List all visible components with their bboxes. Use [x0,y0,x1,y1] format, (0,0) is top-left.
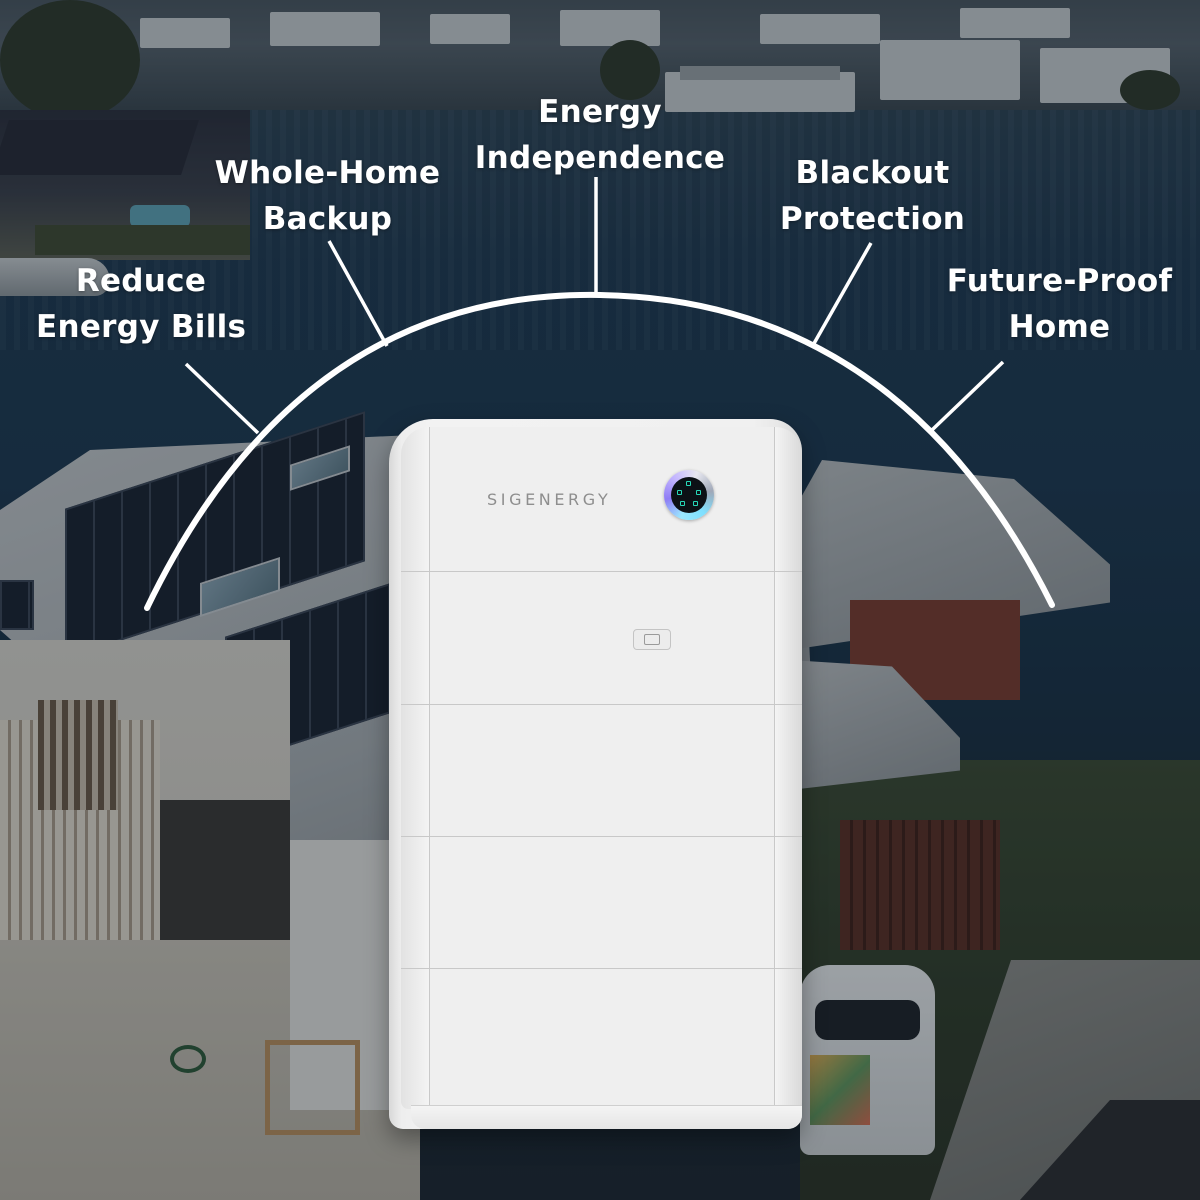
connector-reduce-energy-bills [184,362,260,435]
dial-status-icon [677,490,682,495]
waterfront-house-left [0,110,250,260]
feature-label-line: Whole-Home [214,155,441,191]
feature-label-line: Independence [474,140,726,176]
garden-hose [170,1045,206,1073]
garage [160,800,290,950]
feature-future-proof-home: Future-Proof Home [942,258,1177,350]
brand-logo: SIGENERGY [487,490,612,509]
far-shore-houses [0,0,1200,120]
parked-car [800,965,935,1155]
connector-blackout-protection [810,242,873,348]
white-wall [290,840,400,1110]
feature-reduce-energy-bills: Reduce Energy Bills [36,258,246,350]
connector-future-proof-home [930,360,1005,432]
wooden-crate [265,1040,360,1135]
module-seam-edge [401,968,802,969]
module-seam-edge [401,836,802,837]
feature-label-line: Backup [262,201,393,237]
unit-side-rail-left [401,427,429,1109]
feature-label-line: Home [1008,309,1111,345]
dial-status-icon [680,501,685,506]
unit-side-rail-right [775,427,802,1109]
boat [0,258,110,296]
timber-fence [840,820,1000,950]
feature-label-line: Energy Bills [36,309,247,345]
solar-panels [0,580,34,630]
module-seam-edge [401,704,802,705]
feature-whole-home-backup: Whole-Home Backup [205,150,450,242]
port-cover-inner [644,634,660,645]
unit-base [411,1105,802,1129]
dial-status-icon [696,490,701,495]
dial-screen [671,477,707,513]
port-cover-icon [633,629,671,650]
dial-status-icon [686,481,691,486]
feature-label-line: Blackout [795,155,950,191]
connector-whole-home-backup [327,240,389,347]
feature-label-line: Energy [538,94,662,130]
battery-storage-unit: SIGENERGY [389,419,802,1129]
arc [144,291,1055,611]
module-seam-edge [401,571,802,572]
unit-front-panel [429,427,775,1107]
feature-energy-independence: Energy Independence [470,89,730,181]
feature-label-line: Reduce [75,263,207,299]
feature-label-line: Future-Proof [946,263,1173,299]
feature-blackout-protection: Blackout Protection [775,150,970,242]
dial-status-icon [693,501,698,506]
feature-label-line: Protection [779,201,966,237]
slatted-window [38,700,118,810]
circular-touch-dial-icon [664,470,714,520]
